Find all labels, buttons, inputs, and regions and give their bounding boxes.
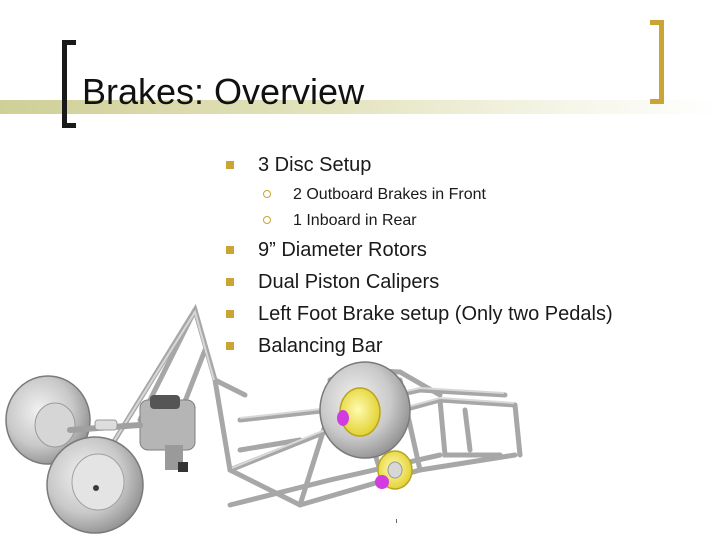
- square-bullet-icon: [226, 310, 234, 318]
- square-bullet-icon: [226, 342, 234, 350]
- bullet-item: Dual Piston Calipers: [226, 270, 440, 294]
- bullet-text: Balancing Bar: [258, 335, 383, 357]
- bullet-item: Balancing Bar: [226, 334, 383, 358]
- front-brake-assembly: [375, 450, 413, 490]
- bullet-text: 3 Disc Setup: [258, 154, 372, 176]
- bullet-text: 9” Diameter Rotors: [258, 239, 427, 261]
- square-bullet-icon: [226, 161, 234, 169]
- bullet-item: 3 Disc Setup: [226, 153, 372, 177]
- bullet-text: 1 Inboard in Rear: [293, 212, 417, 229]
- left-bracket-decoration: [62, 40, 76, 128]
- sub-bullet-item: 1 Inboard in Rear: [263, 211, 417, 231]
- tick-mark: [396, 519, 397, 523]
- circle-bullet-icon: [263, 190, 271, 198]
- car-chassis-render-icon: [5, 303, 523, 534]
- bullet-text: Left Foot Brake setup (Only two Pedals): [258, 303, 613, 325]
- title-band: [0, 100, 720, 114]
- engine: [139, 395, 196, 472]
- left-wheel-hub: [34, 402, 76, 448]
- wheel-nut: [93, 485, 99, 491]
- bullet-text: 2 Outboard Brakes in Front: [293, 186, 486, 203]
- circle-bullet-icon: [263, 216, 271, 224]
- square-bullet-icon: [226, 246, 234, 254]
- slide-title: Brakes: Overview: [82, 71, 365, 112]
- sub-bullet-item: 2 Outboard Brakes in Front: [263, 185, 486, 205]
- right-bracket-decoration: [650, 20, 664, 104]
- shock-absorber: [94, 419, 118, 431]
- bullet-item: Left Foot Brake setup (Only two Pedals): [226, 302, 613, 326]
- front-wheel-hub: [71, 453, 125, 511]
- bullet-text: Dual Piston Calipers: [258, 271, 440, 293]
- square-bullet-icon: [226, 278, 234, 286]
- rear-caliper: [337, 410, 349, 426]
- bullet-item: 9” Diameter Rotors: [226, 238, 427, 262]
